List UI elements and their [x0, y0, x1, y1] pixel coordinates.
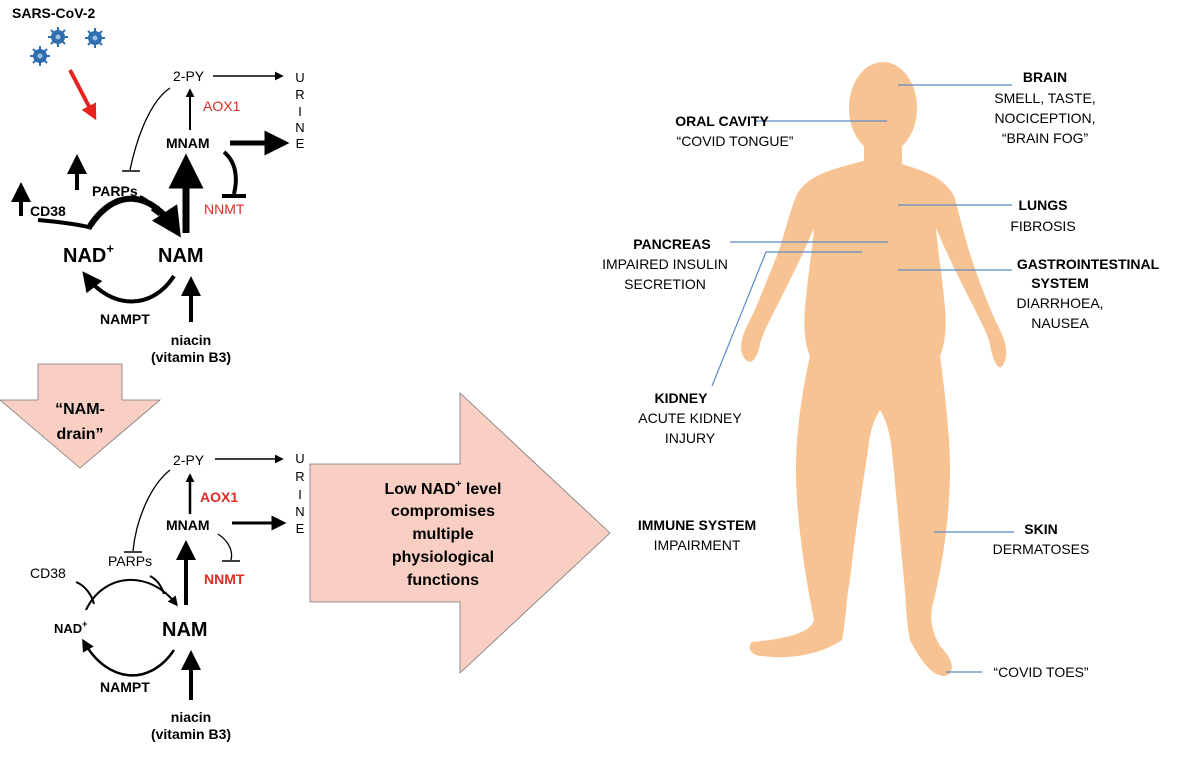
top-urine-i: I: [298, 104, 302, 119]
big-arrow-line1: Low NAD+ level: [385, 479, 502, 498]
leader-lines: [711, 84, 1014, 673]
nam-drain-arrow: “NAM- drain”: [0, 363, 162, 469]
big-arrow-line3: multiple: [412, 526, 473, 543]
bottom-parps-branch: [149, 575, 165, 595]
top-nnmt-label: NNMT: [204, 201, 245, 217]
pancreas-line-1: IMPAIRED INSULIN: [602, 256, 728, 272]
top-cd38-branch: [37, 218, 93, 230]
top-mnam-label: MNAM: [166, 135, 210, 151]
top-aox1-label: AOX1: [203, 98, 241, 114]
bottom-urine-i: I: [298, 487, 302, 502]
virus-label: SARS-CoV-2: [12, 5, 95, 21]
top-nad-label: NAD+: [63, 241, 114, 267]
lungs-title: LUNGS: [1019, 197, 1068, 213]
oral-title: ORAL CAVITY: [675, 113, 769, 129]
kidney-title: KIDNEY: [655, 390, 709, 406]
top-pathway: 2-PY U R I N E AOX1 MNAM NNMT PARPs CD38…: [11, 68, 305, 365]
skin-title: SKIN: [1024, 521, 1057, 537]
big-arrow-line2: compromises: [391, 503, 495, 520]
bottom-mnam-inhibit-nnmt: [217, 533, 233, 561]
bottom-urine-r: R: [295, 469, 304, 484]
bottom-2py-label: 2-PY: [173, 452, 205, 468]
bottom-nnmt-label: NNMT: [204, 571, 245, 587]
big-arrow: Low NAD+ level compromises multiple phys…: [309, 392, 611, 674]
kidney-line-2: INJURY: [665, 430, 716, 446]
top-mnam-inhibit-nnmt: [222, 150, 238, 195]
lungs-line-1: FIBROSIS: [1010, 218, 1075, 234]
bottom-urine-e: E: [296, 521, 305, 536]
top-nampt-label: NAMPT: [100, 311, 150, 327]
top-nam-nad-arc: [82, 271, 176, 304]
top-vitamin-label: (vitamin B3): [151, 349, 231, 365]
top-cd38-label: CD38: [30, 203, 66, 219]
brain-line-1: SMELL, TASTE,: [994, 90, 1095, 106]
top-urine-e: E: [296, 136, 305, 151]
bottom-vitamin-label: (vitamin B3): [151, 726, 231, 742]
bottom-nampt-label: NAMPT: [100, 679, 150, 695]
sars-cov-2-group: SARS-CoV-2: [12, 5, 105, 121]
pancreas-line-2: SECRETION: [624, 276, 706, 292]
top-2py-label: 2-PY: [173, 68, 205, 84]
big-arrow-line4: physiological: [392, 549, 494, 566]
top-urine-u: U: [295, 70, 304, 85]
gi-title-2: SYSTEM: [1031, 275, 1089, 291]
bottom-parps-label: PARPs: [108, 553, 152, 569]
top-niacin-label: niacin: [171, 332, 211, 348]
bottom-cd38-label: CD38: [30, 565, 66, 581]
big-arrow-line5: functions: [407, 572, 479, 589]
gi-line-1: DIARRHOEA,: [1016, 295, 1103, 311]
oral-line-1: “COVID TONGUE”: [677, 133, 794, 149]
top-nad-nam-arc: [87, 195, 181, 238]
top-nam-label: NAM: [158, 245, 204, 267]
bottom-pathway: 2-PY U R I N E AOX1 MNAM NNMT PARPs CD38…: [30, 451, 305, 742]
pancreas-title: PANCREAS: [633, 236, 711, 252]
gi-line-2: NAUSEA: [1031, 315, 1089, 331]
organ-labels: BRAIN SMELL, TASTE, NOCICEPTION, “BRAIN …: [602, 69, 1159, 680]
top-urine-r: R: [295, 87, 304, 102]
bottom-urine-u: U: [295, 451, 304, 466]
kidney-line-1: ACUTE KIDNEY: [638, 410, 742, 426]
top-urine-n: N: [295, 120, 304, 135]
nam-drain-line1: “NAM-: [55, 401, 105, 418]
brain-line-2: NOCICEPTION,: [994, 110, 1095, 126]
bottom-aox1-label: AOX1: [200, 489, 238, 505]
skin-line-1: DERMATOSES: [993, 541, 1090, 557]
virus-red-arrow: [68, 69, 97, 121]
bottom-nad-nam-arc: [85, 579, 178, 611]
top-parps-branch: [139, 195, 160, 217]
bottom-nam-nad-arc: [82, 638, 176, 677]
gi-title-1: GASTROINTESTINAL: [1017, 256, 1160, 272]
bottom-2py-inhibit-parps: [132, 469, 171, 552]
bottom-mnam-label: MNAM: [166, 517, 210, 533]
top-parps-label: PARPs: [92, 183, 138, 199]
bottom-cd38-branch: [75, 581, 95, 605]
immune-line-1: IMPAIRMENT: [654, 537, 741, 553]
bottom-nad-label: NAD+: [54, 619, 87, 636]
brain-line-3: “BRAIN FOG”: [1002, 130, 1089, 146]
toes-label: “COVID TOES”: [993, 664, 1089, 680]
bottom-nam-label: NAM: [162, 619, 208, 641]
bottom-niacin-label: niacin: [171, 709, 211, 725]
virus-icon: [30, 27, 105, 66]
top-2py-inhibit-parps: [129, 87, 171, 171]
bottom-urine-n: N: [295, 504, 304, 519]
nam-drain-line2: drain”: [56, 426, 103, 443]
kidney-leader: [711, 251, 862, 387]
human-body-figure: [741, 62, 1007, 676]
immune-title: IMMUNE SYSTEM: [638, 517, 756, 533]
brain-title: BRAIN: [1023, 69, 1067, 85]
